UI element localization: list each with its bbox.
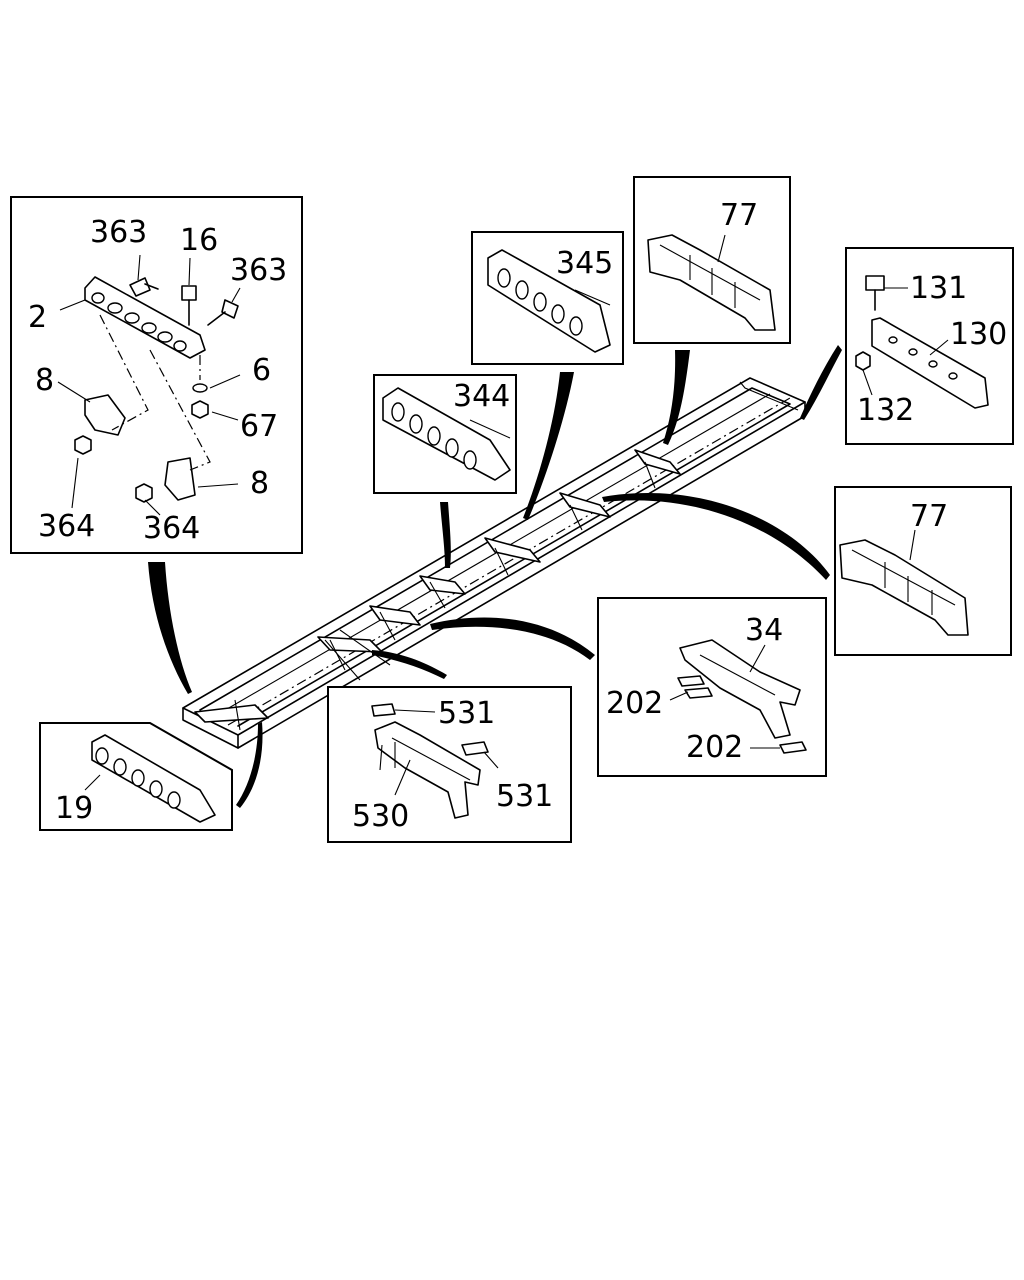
main-frame bbox=[182, 377, 806, 749]
callout-8-upper: 8 bbox=[35, 363, 54, 398]
detail-box-19 bbox=[39, 722, 233, 831]
callout-202-lower: 202 bbox=[686, 730, 743, 765]
callout-363-right: 363 bbox=[230, 253, 287, 288]
callout-67: 67 bbox=[240, 409, 278, 444]
callout-130: 130 bbox=[950, 317, 1007, 352]
callout-363-left: 363 bbox=[90, 215, 147, 250]
callout-2: 2 bbox=[28, 300, 47, 335]
callout-131: 131 bbox=[910, 271, 967, 306]
callout-364-right: 364 bbox=[143, 511, 200, 546]
callout-34: 34 bbox=[745, 613, 783, 648]
callout-364-left: 364 bbox=[38, 509, 95, 544]
leader-swooshes bbox=[148, 345, 842, 808]
detail-box-77-right bbox=[834, 486, 1012, 656]
detail-box-344 bbox=[373, 374, 517, 494]
callout-202-upper: 202 bbox=[606, 686, 663, 721]
callout-77-right: 77 bbox=[910, 499, 948, 534]
callout-16: 16 bbox=[180, 223, 218, 258]
detail-box-530-531 bbox=[327, 686, 572, 843]
callout-19: 19 bbox=[55, 791, 93, 826]
callout-531-lower: 531 bbox=[496, 779, 553, 814]
callout-labels: 363 16 363 2 6 8 67 8 364 364 345 77 131… bbox=[28, 198, 1007, 834]
detail-box-34-202 bbox=[597, 597, 827, 777]
callout-8-lower: 8 bbox=[250, 466, 269, 501]
detail-box-345 bbox=[471, 231, 624, 365]
detail-box-77-top bbox=[633, 176, 791, 344]
callout-531-upper: 531 bbox=[438, 696, 495, 731]
callout-77-top: 77 bbox=[720, 198, 758, 233]
callout-344: 344 bbox=[453, 379, 510, 414]
detail-box-131-130-132 bbox=[845, 247, 1014, 445]
detail-box-bracket-assembly bbox=[10, 196, 303, 554]
callout-6: 6 bbox=[252, 353, 271, 388]
callout-345: 345 bbox=[556, 246, 613, 281]
callout-530: 530 bbox=[352, 799, 409, 834]
callout-132: 132 bbox=[857, 393, 914, 428]
